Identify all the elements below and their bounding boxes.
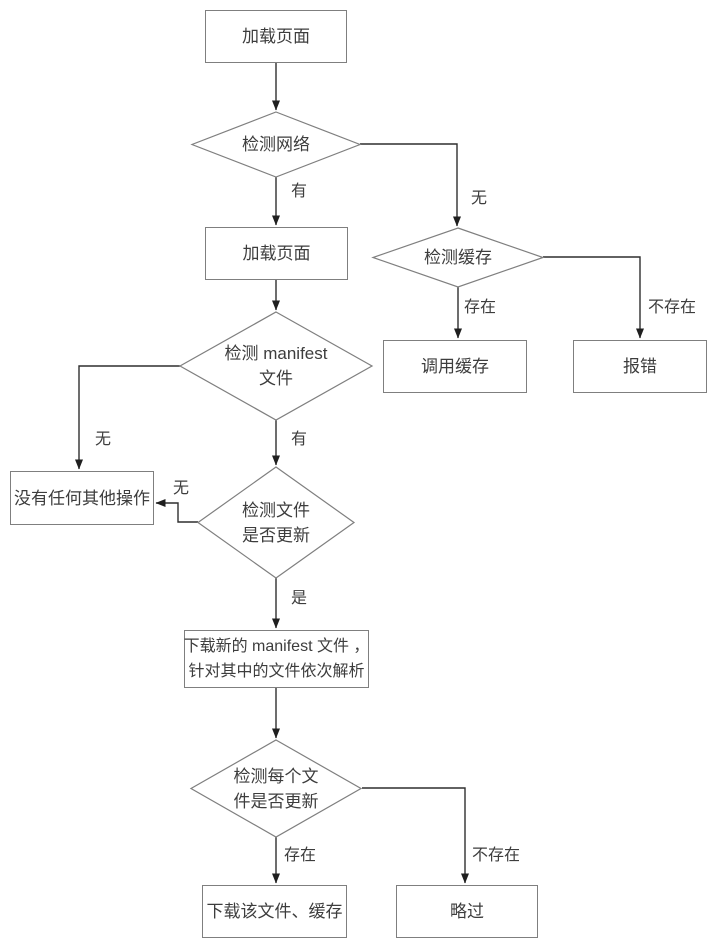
node-download-file: 下载该文件、缓存 <box>202 885 347 938</box>
connector-each-missing-to-skip <box>362 787 469 884</box>
edge-label-manifest-yes: 有 <box>291 431 308 448</box>
edge-label-cache-missing: 不存在 <box>648 299 697 316</box>
node-download-file-label: 下载该文件、缓存 <box>206 902 343 921</box>
connector-network-no-to-check-cache <box>360 143 461 227</box>
check-manifest-diamond-shape <box>178 311 374 421</box>
check-network-diamond-shape <box>190 111 362 178</box>
connector-file-no-to-no-action <box>155 499 198 523</box>
node-error: 报错 <box>573 340 707 393</box>
connector-manifest-no-to-no-action <box>75 365 180 470</box>
edge-label-cache-exists: 存在 <box>464 299 497 316</box>
edge-label-manifest-no: 无 <box>95 431 112 448</box>
node-error-label: 报错 <box>623 357 657 376</box>
node-no-other-action: 没有任何其他操作 <box>10 471 154 525</box>
node-download-manifest-label: 下载新的 manifest 文件 ， 针对其中的文件依次解析 <box>183 638 370 680</box>
connector-cache-missing-to-error <box>543 256 644 339</box>
node-load-page-1: 加载页面 <box>205 10 347 63</box>
node-load-page-2-label: 加载页面 <box>242 244 311 263</box>
edge-label-network-no: 无 <box>471 190 488 207</box>
edge-label-each-file-exists: 存在 <box>284 847 317 864</box>
check-cache-diamond-shape <box>371 227 545 288</box>
check-each-file-diamond-shape <box>189 739 363 838</box>
edge-label-file-update-no: 无 <box>173 480 190 497</box>
edge-label-each-file-missing: 不存在 <box>472 847 521 864</box>
edge-label-network-yes: 有 <box>291 183 308 200</box>
node-download-manifest: 下载新的 manifest 文件 ， 针对其中的文件依次解析 <box>184 630 369 688</box>
check-file-update-diamond-shape <box>196 466 356 579</box>
node-use-cache: 调用缓存 <box>383 340 527 393</box>
node-no-other-action-label: 没有任何其他操作 <box>14 488 150 508</box>
node-skip-label: 略过 <box>450 902 484 921</box>
edge-label-file-update-yes: 是 <box>291 590 308 607</box>
node-load-page-1-label: 加载页面 <box>242 27 310 46</box>
node-load-page-2: 加载页面 <box>205 227 348 280</box>
node-use-cache-label: 调用缓存 <box>421 357 489 376</box>
node-skip: 略过 <box>396 885 538 938</box>
